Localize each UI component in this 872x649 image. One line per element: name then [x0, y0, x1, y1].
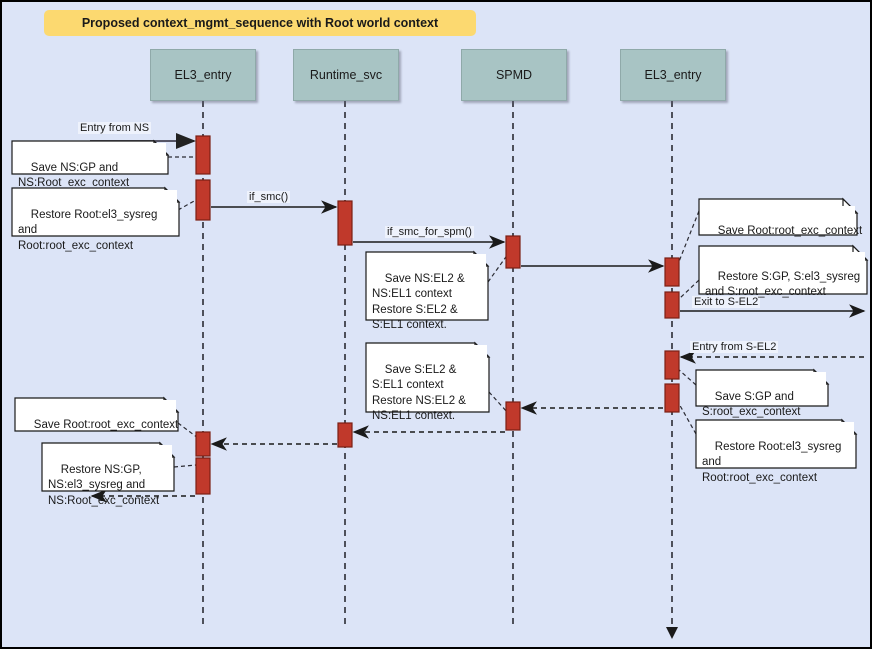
activation-el3entry-2: [195, 179, 211, 221]
connector-note9: [177, 422, 199, 439]
note-restore-s-gp-sysreg: Restore S:GP, S:el3_sysreg and S:root_ex…: [701, 252, 865, 298]
note-restore-root-el3-sysreg-2: Restore Root:el3_sysreg and Root:root_ex…: [698, 422, 854, 484]
participant-runtime-svc[interactable]: Runtime_svc: [293, 49, 399, 101]
note-save-root-exc-context-2: Save Root:root_exc_context: [17, 400, 179, 431]
connector-note2: [177, 199, 197, 211]
message-label-if-smc: if_smc(): [247, 191, 291, 203]
connector-note7: [677, 368, 697, 386]
note-text: Restore NS:GP, NS:el3_sysreg and NS:Root…: [48, 463, 160, 507]
activation-el3entry2-3: [664, 350, 680, 380]
participant-label: EL3_entry: [174, 68, 232, 82]
note-text: Save NS:EL2 & NS:EL1 context Restore S:E…: [372, 272, 465, 332]
activation-el3entry2-4: [664, 383, 680, 413]
note-save-root-exc-context-1: Save Root:root_exc_context: [701, 206, 862, 237]
note-text: Restore Root:el3_sysreg and Root:root_ex…: [18, 208, 158, 252]
note-connectors: [168, 156, 700, 468]
connector-note6: [488, 391, 509, 414]
activation-el3entry-4: [195, 457, 211, 495]
note-text: Save Root:root_exc_context: [717, 224, 863, 237]
label-text: Exit to S-EL2: [694, 296, 759, 308]
connector-note4: [677, 210, 700, 265]
note-text: Save Root:root_exc_context: [33, 418, 179, 431]
activation-runtimesvc-2: [337, 422, 353, 448]
label-text: Entry from S-EL2: [692, 341, 777, 353]
message-label-entry-from-ns: Entry from NS: [78, 122, 152, 134]
message-label-exit-to-sel2: Exit to S-EL2: [692, 296, 761, 308]
label-text: if_smc(): [249, 191, 289, 203]
lifeline-end-arrow: [666, 627, 678, 639]
participant-el3-entry-2[interactable]: EL3_entry: [620, 49, 726, 101]
connector-note3: [487, 253, 509, 283]
note-save-ns-el2-restore-s-el2: Save NS:EL2 & NS:EL1 context Restore S:E…: [368, 254, 486, 331]
connector-note10: [173, 464, 197, 468]
participant-label: EL3_entry: [644, 68, 702, 82]
participant-label: SPMD: [495, 68, 533, 82]
diagram-title: Proposed context_mgmt_sequence with Root…: [81, 16, 439, 30]
note-text: Restore Root:el3_sysreg and Root:root_ex…: [702, 440, 842, 484]
activation-el3entry-3: [195, 431, 211, 457]
message-label-entry-from-sel2: Entry from S-EL2: [690, 341, 779, 353]
note-save-s-gp: Save S:GP and S:root_exc_context: [698, 372, 826, 418]
note-text: Save S:EL2 & S:EL1 context Restore NS:EL…: [372, 363, 466, 423]
activation-spmd-2: [505, 401, 521, 431]
note-restore-root-el3-sysreg-1: Restore Root:el3_sysreg and Root:root_ex…: [14, 190, 177, 252]
diagram-title-banner: Proposed context_mgmt_sequence with Root…: [44, 10, 476, 36]
participant-spmd[interactable]: SPMD: [461, 49, 567, 101]
activation-el3entry2-2: [664, 291, 680, 319]
label-text: if_smc_for_spm(): [387, 226, 472, 238]
note-text: Save S:GP and S:root_exc_context: [702, 390, 801, 419]
activation-spmd-1: [505, 235, 521, 269]
activation-el3entry2-1: [664, 257, 680, 287]
label-text: Entry from NS: [80, 122, 150, 134]
activation-el3entry-1: [195, 135, 211, 175]
message-label-if-smc-for-spm: if_smc_for_spm(): [385, 226, 474, 238]
activation-bars: [195, 135, 680, 495]
connector-note8: [677, 401, 697, 435]
participant-el3-entry-1[interactable]: EL3_entry: [150, 49, 256, 101]
note-save-ns-gp: Save NS:GP and NS:Root_exc_context: [14, 143, 166, 189]
note-text: Save NS:GP and NS:Root_exc_context: [18, 161, 130, 190]
note-restore-ns-gp: Restore NS:GP, NS:el3_sysreg and NS:Root…: [44, 445, 172, 507]
connector-note5: [678, 279, 700, 300]
note-save-s-el2-restore-ns-el2: Save S:EL2 & S:EL1 context Restore NS:EL…: [368, 345, 487, 422]
note-text: Restore S:GP, S:el3_sysreg and S:root_ex…: [705, 270, 861, 299]
activation-runtimesvc-1: [337, 200, 353, 246]
participant-label: Runtime_svc: [309, 68, 383, 82]
